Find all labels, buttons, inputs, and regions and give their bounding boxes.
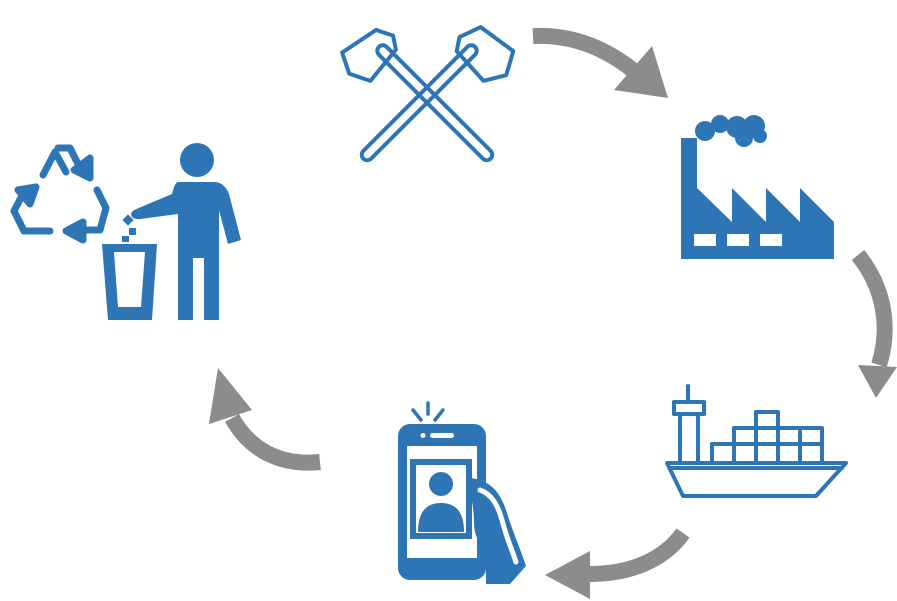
person-icon bbox=[131, 143, 241, 320]
arrow-shipping-to-consumer bbox=[545, 528, 690, 599]
arrow-consumer-to-disposal bbox=[209, 368, 321, 471]
falling-trash-icon bbox=[122, 214, 136, 242]
person-trash-recycle-icon bbox=[10, 143, 241, 320]
cargo-ship-icon bbox=[665, 384, 848, 498]
smartphone-in-hand-icon bbox=[398, 401, 526, 584]
arrow-mining-to-manufacturing bbox=[532, 27, 668, 98]
trash-can-icon bbox=[102, 244, 157, 320]
crossed-hammers-icon bbox=[340, 25, 516, 163]
arrow-manufacturing-to-shipping bbox=[851, 250, 897, 398]
recycle-icon bbox=[10, 144, 110, 244]
factory-icon bbox=[681, 115, 834, 259]
